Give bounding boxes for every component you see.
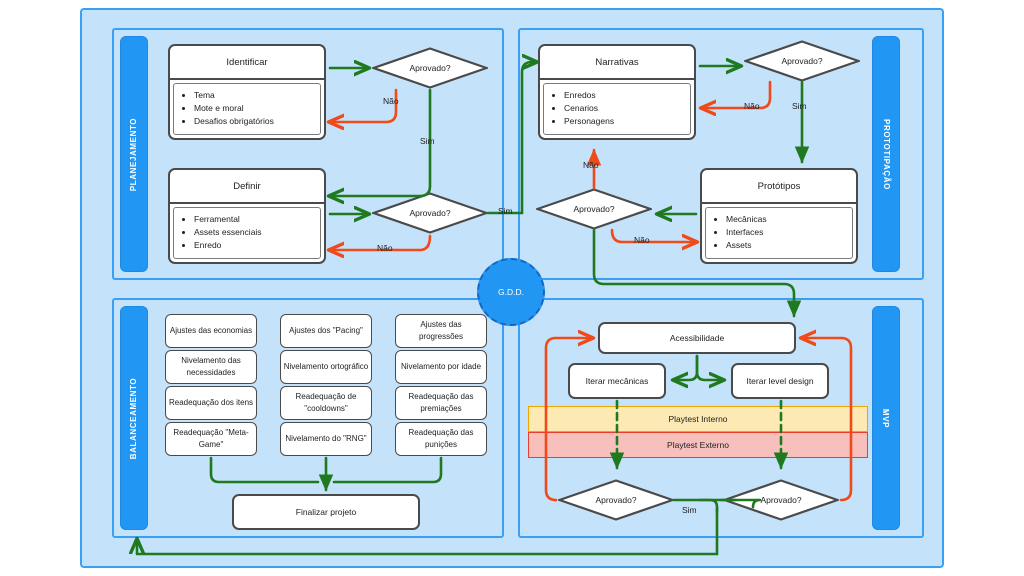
band-playtest-externo: Playtest Externo bbox=[528, 432, 868, 458]
diamond-shape-icon bbox=[372, 47, 488, 89]
list-item: Mecânicas bbox=[726, 213, 846, 226]
list-item: Enredo bbox=[194, 239, 314, 252]
phase-band-prototipacao-label: PROTOTIPAÇÃO bbox=[881, 118, 891, 190]
card-prototipos-title: Protótipos bbox=[702, 170, 856, 204]
edge-label-sim-1: Sim bbox=[420, 136, 435, 146]
phase-band-mvp: MVP bbox=[872, 306, 900, 530]
balance-cell: Readequação dos itens bbox=[165, 386, 257, 420]
list-item: Personagens bbox=[564, 115, 684, 128]
card-narrativas-list: Enredos Cenarios Personagens bbox=[550, 89, 684, 128]
decision-label: Aprovado? bbox=[573, 204, 615, 214]
list-item: Ferramental bbox=[194, 213, 314, 226]
balance-cell: Nivelamento por idade bbox=[395, 350, 487, 384]
phase-band-prototipacao: PROTOTIPAÇÃO bbox=[872, 36, 900, 272]
card-narrativas: Narrativas Enredos Cenarios Personagens bbox=[538, 44, 696, 140]
decision-label: Aprovado? bbox=[781, 56, 823, 66]
phase-band-planejamento-label: PLANEJAMENTO bbox=[129, 117, 139, 191]
list-item: Assets essenciais bbox=[194, 226, 314, 239]
card-narrativas-title: Narrativas bbox=[540, 46, 694, 80]
card-definir-title: Definir bbox=[170, 170, 324, 204]
diamond-shape-icon bbox=[744, 40, 860, 82]
diamond-shape-icon bbox=[372, 192, 488, 234]
card-identificar-list: Tema Mote e moral Desafios obrigatórios bbox=[180, 89, 314, 128]
list-item: Cenarios bbox=[564, 102, 684, 115]
box-finalizar-projeto: Finalizar projeto bbox=[232, 494, 420, 530]
edge-label-sim-3: Sim bbox=[792, 101, 807, 111]
balance-cell: Ajustes das progressões bbox=[395, 314, 487, 348]
decision-mvp-right: Aprovado? bbox=[723, 479, 839, 521]
balance-cell: Nivelamento das necessidades bbox=[165, 350, 257, 384]
phase-band-balanceamento: BALANCEAMENTO bbox=[120, 306, 148, 530]
decision-planejamento-definir: Aprovado? bbox=[372, 192, 488, 234]
balance-cell: Ajustes das economias bbox=[165, 314, 257, 348]
list-item: Interfaces bbox=[726, 226, 846, 239]
edge-label-sim-2: Sim bbox=[498, 206, 513, 216]
card-identificar-title: Identificar bbox=[170, 46, 324, 80]
card-prototipos-list: Mecânicas Interfaces Assets bbox=[712, 213, 846, 252]
list-item: Assets bbox=[726, 239, 846, 252]
card-definir: Definir Ferramental Assets essenciais En… bbox=[168, 168, 326, 264]
balance-cell: Readequação das premiações bbox=[395, 386, 487, 420]
gdd-node: G.D.D. bbox=[477, 258, 545, 326]
balance-cell: Nivelamento ortográfico bbox=[280, 350, 372, 384]
balance-cell: Nivelamento do "RNG" bbox=[280, 422, 372, 456]
edge-label-nao-3: Não bbox=[744, 101, 760, 111]
list-item: Mote e moral bbox=[194, 102, 314, 115]
phase-band-balanceamento-label: BALANCEAMENTO bbox=[129, 377, 139, 459]
decision-label: Aprovado? bbox=[595, 495, 637, 505]
phase-band-planejamento: PLANEJAMENTO bbox=[120, 36, 148, 272]
decision-label: Aprovado? bbox=[760, 495, 802, 505]
card-identificar: Identificar Tema Mote e moral Desafios o… bbox=[168, 44, 326, 140]
box-acessibilidade: Acessibilidade bbox=[598, 322, 796, 354]
card-prototipos: Protótipos Mecânicas Interfaces Assets bbox=[700, 168, 858, 264]
card-definir-list: Ferramental Assets essenciais Enredo bbox=[180, 213, 314, 252]
edge-label-nao-2: Não bbox=[377, 243, 393, 253]
phase-band-mvp-label: MVP bbox=[881, 408, 891, 428]
balance-cell: Readequação "Meta-Game" bbox=[165, 422, 257, 456]
box-iterar-mecanicas: Iterar mecânicas bbox=[568, 363, 666, 399]
edge-label-nao-1: Não bbox=[383, 96, 399, 106]
decision-mvp-left: Aprovado? bbox=[558, 479, 674, 521]
edge-label-nao-4: Não bbox=[583, 160, 599, 170]
decision-prototipacao-narrativas: Aprovado? bbox=[744, 40, 860, 82]
decision-prototipacao-prototipos: Aprovado? bbox=[536, 188, 652, 230]
decision-label: Aprovado? bbox=[409, 63, 451, 73]
diamond-shape-icon bbox=[536, 188, 652, 230]
balance-cell: Readequação de "cooldowns" bbox=[280, 386, 372, 420]
edge-label-nao-5: Não bbox=[634, 235, 650, 245]
list-item: Desafios obrigatórios bbox=[194, 115, 314, 128]
band-playtest-interno: Playtest Interno bbox=[528, 406, 868, 432]
balance-cell: Readequação das punições bbox=[395, 422, 487, 456]
balance-cell: Ajustes dos "Pacing" bbox=[280, 314, 372, 348]
decision-label: Aprovado? bbox=[409, 208, 451, 218]
decision-planejamento-identificar: Aprovado? bbox=[372, 47, 488, 89]
box-iterar-level-design: Iterar level design bbox=[731, 363, 829, 399]
edge-label-sim-4: Sim bbox=[682, 505, 697, 515]
list-item: Tema bbox=[194, 89, 314, 102]
list-item: Enredos bbox=[564, 89, 684, 102]
